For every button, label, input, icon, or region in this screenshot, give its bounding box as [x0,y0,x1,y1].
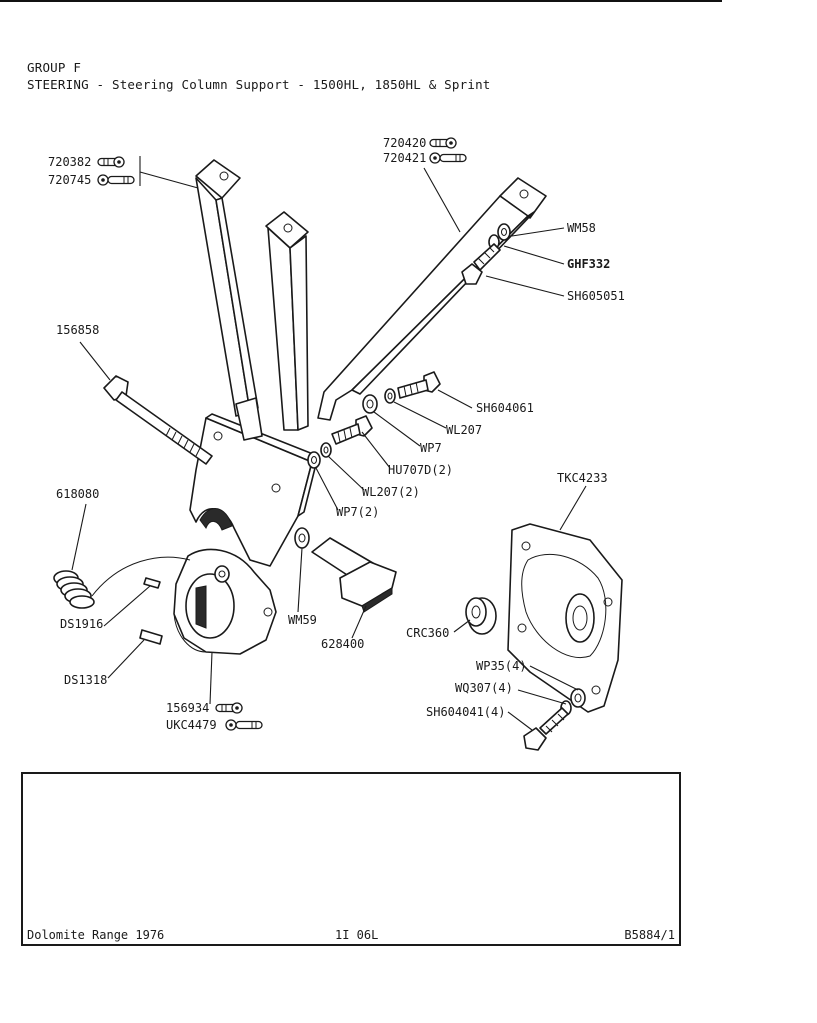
callout-156858: 156858 [56,323,99,337]
callout-crc360: CRC360 [406,626,449,640]
callout-wl207-2: WL207(2) [362,485,420,499]
bracket-left-right-icon [97,156,125,168]
bracket-right-left-icon [97,174,135,186]
top-rule [0,0,722,2]
coil-spring-618080 [53,556,191,609]
callout-720420: 720420 [383,136,426,150]
callout-618080: 618080 [56,487,99,501]
dowel-pin-ds1318 [139,629,163,645]
adjuster-knob-628400 [311,537,397,613]
callout-720745: 720745 [48,173,91,187]
notes-box: Dolomite Range 1976 1I 06L B5884/1 [21,772,681,946]
callout-wp35: WP35(4) [476,659,527,673]
callout-sh605051: SH605051 [567,289,625,303]
bolt-sh604041 [523,688,586,751]
column-mounting-bracket [189,397,319,567]
callout-720382: 720382 [48,155,91,169]
footer-range: Dolomite Range 1976 [27,928,165,942]
bracket-left-right-icon [429,137,457,149]
callout-sh604041: SH604041(4) [426,705,505,719]
bracket-right-left-icon [225,719,263,731]
grommet-crc360 [465,597,497,635]
callout-wm59: WM59 [288,613,317,627]
bracket-right-left-icon [429,152,467,164]
page-title: STEERING - Steering Column Support - 150… [27,77,491,92]
centre-support-strut [265,211,309,431]
callout-wq307: WQ307(4) [455,681,513,695]
callout-wm58: WM58 [567,221,596,235]
callout-ghf332: GHF332 [567,257,610,271]
left-support-strut [195,159,259,417]
callout-ds1318: DS1318 [64,673,107,687]
callout-720421: 720421 [383,151,426,165]
bolt-sh604061 [362,371,441,414]
callout-ds1916: DS1916 [60,617,103,631]
callout-wl207: WL207 [446,423,482,437]
washer-wm59 [294,527,310,549]
bolt-hu707d [307,415,373,469]
callout-wp7: WP7 [420,441,442,455]
callout-ukc4479: UKC4479 [166,718,217,732]
group-heading: GROUP F [27,60,82,75]
footer-plate-number: B5884/1 [624,928,675,942]
callout-156934: 156934 [166,701,209,715]
callout-hu707d: HU707D(2) [388,463,453,477]
footer-page-ref: 1I 06L [335,928,379,942]
callout-628400: 628400 [321,637,364,651]
leader-lines [71,156,587,731]
long-bolt-156858 [103,375,213,465]
callout-tkc4233: TKC4233 [557,471,608,485]
callout-sh604061: SH604061 [476,401,534,415]
bracket-left-right-icon [215,702,243,714]
column-clamp-156934 [173,548,277,655]
callout-wp7-2: WP7(2) [336,505,379,519]
bolt-sh605051 [461,223,511,285]
cover-plate-tkc4233 [507,523,623,713]
dowel-pin-ds1916 [143,577,161,589]
